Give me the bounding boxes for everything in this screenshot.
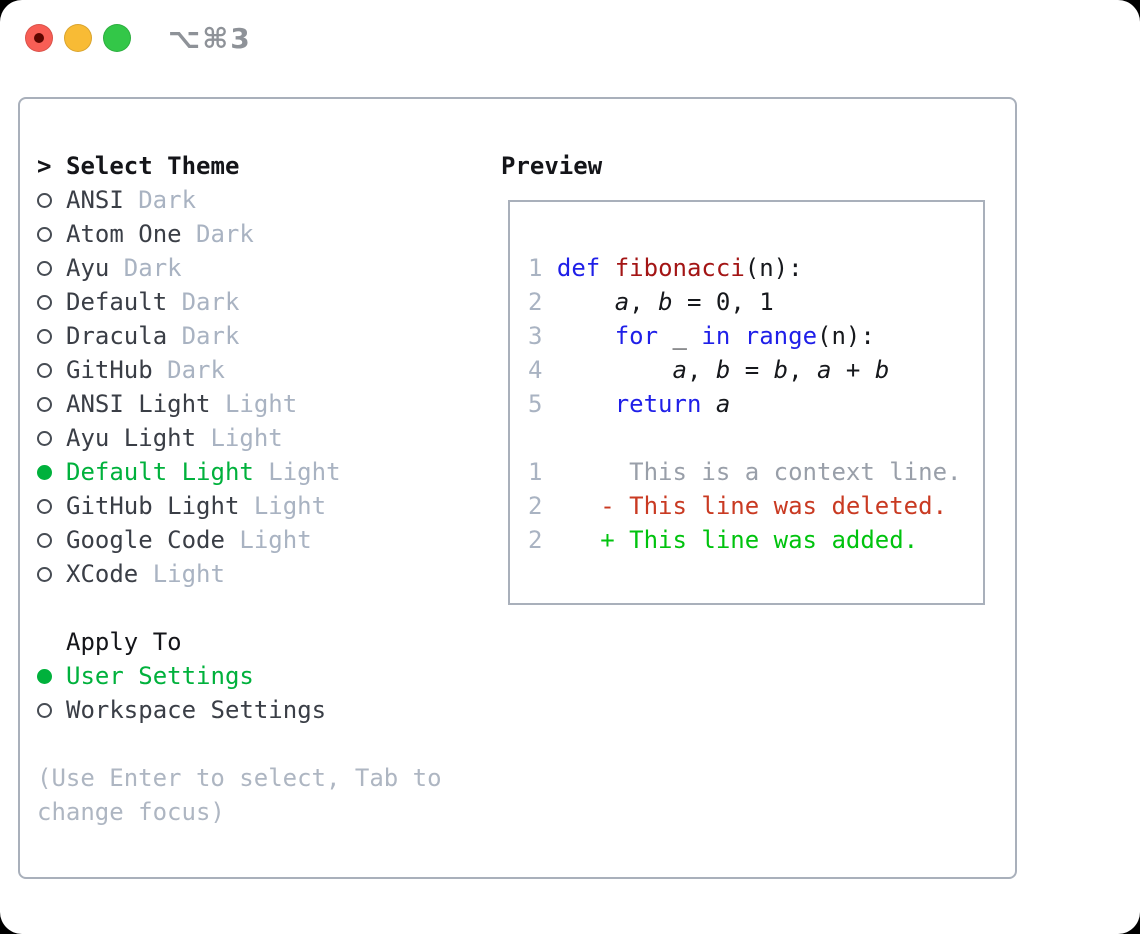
spacer [37,591,442,625]
option-label: Google Code [66,526,225,554]
preview-title: Preview [501,152,603,180]
radio-unselected-icon [37,566,66,582]
option-variant-tag: Light [253,492,327,520]
radio-selected-icon [37,668,66,684]
code-preview: 1 def fibonacci(n): 2 a, b = 0, 1 3 for _ … [528,251,961,557]
radio-unselected-icon [37,532,66,548]
window-shortcut-label: ⌥⌘3 [168,22,252,55]
option-label: ANSI Light [66,390,211,418]
code-line: 1 This is a context line. [528,458,962,486]
option-label: XCode [66,560,139,588]
theme-option[interactable]: ANSI Dark [37,183,442,217]
minimize-button[interactable] [64,24,92,52]
option-variant-tag: Dark [123,254,182,282]
line-number: 1 [528,458,543,486]
radio-unselected-icon [37,328,66,344]
theme-option[interactable]: GitHub Light Light [37,489,442,523]
option-label: GitHub Light [66,492,240,520]
option-variant-tag: Light [210,424,283,452]
radio-unselected-icon [37,396,66,412]
option-label: Dracula [66,322,168,350]
apply-to-title: Apply To [66,628,182,656]
code-line: 2 a, b = 0, 1 [528,288,774,316]
select-theme-header: > Select Theme [37,149,442,183]
option-variant-tag: Dark [196,220,254,248]
option-variant-tag: Dark [181,288,240,316]
code-line: 2 - This line was deleted. [528,492,948,520]
hint-line-2: change focus) [37,798,225,826]
option-label: User Settings [66,662,254,690]
option-variant-tag: Dark [138,186,197,214]
theme-option[interactable]: Default Dark [37,285,442,319]
apply-to-option[interactable]: User Settings [37,659,442,693]
radio-unselected-icon [37,192,66,208]
theme-option[interactable]: Google Code Light [37,523,442,557]
line-number: 4 [528,356,543,384]
traffic-lights [25,24,131,52]
option-label: Default [66,288,168,316]
line-number: 2 [528,492,543,520]
option-variant-tag: Light [224,390,298,418]
option-label: Atom One [66,220,182,248]
radio-unselected-icon [37,362,66,378]
option-variant-tag: Dark [167,356,225,384]
option-variant-tag: Dark [181,322,240,350]
code-line [528,421,961,455]
zoom-button[interactable] [103,24,131,52]
radio-unselected-icon [37,430,66,446]
theme-option[interactable]: Default Light Light [37,455,442,489]
line-number: 5 [528,390,543,418]
line-number: 2 [528,526,543,554]
radio-unselected-icon [37,226,66,242]
option-label: Ayu Light [66,424,197,452]
theme-option[interactable]: Dracula Dark [37,319,442,353]
option-variant-tag: Light [268,458,341,486]
close-button[interactable] [25,24,53,52]
focus-caret-icon: > [37,152,52,180]
line-number: 3 [528,322,543,350]
option-label: GitHub [66,356,153,384]
option-label: Workspace Settings [66,696,327,724]
spacer [37,727,442,761]
line-number: 2 [528,288,543,316]
radio-unselected-icon [37,498,66,514]
preview-box: 1 def fibonacci(n): 2 a, b = 0, 1 3 for _ … [508,200,985,605]
line-number: 1 [528,254,543,282]
code-line: 3 for _ in range(n): [528,322,875,350]
code-line: 1 def fibonacci(n): [528,254,803,282]
theme-option[interactable]: Ayu Light Light [37,421,442,455]
code-line: 4 a, b = b, a + b [528,356,890,384]
option-label: Ayu [66,254,110,282]
code-line: 2 + This line was added. [528,526,919,554]
theme-option[interactable]: XCode Light [37,557,442,591]
titlebar: ⌥⌘3 [0,0,1140,70]
theme-option[interactable]: GitHub Dark [37,353,442,387]
option-label: Default Light [66,458,254,486]
hint-line-1: (Use Enter to select, Tab to [37,764,442,792]
theme-option[interactable]: ANSI Light Light [37,387,442,421]
theme-option[interactable]: Ayu Dark [37,251,442,285]
theme-option[interactable]: Atom One Dark [37,217,442,251]
apply-to-option[interactable]: Workspace Settings [37,693,442,727]
radio-unselected-icon [37,294,66,310]
option-variant-tag: Light [239,526,312,554]
radio-unselected-icon [37,260,66,276]
code-line: 5 return a [528,390,731,418]
radio-selected-icon [37,464,66,480]
apply-to-header: Apply To [37,625,442,659]
option-label: ANSI [66,186,124,214]
theme-list-title: Select Theme [66,152,240,180]
radio-unselected-icon [37,702,66,718]
option-variant-tag: Light [152,560,225,588]
